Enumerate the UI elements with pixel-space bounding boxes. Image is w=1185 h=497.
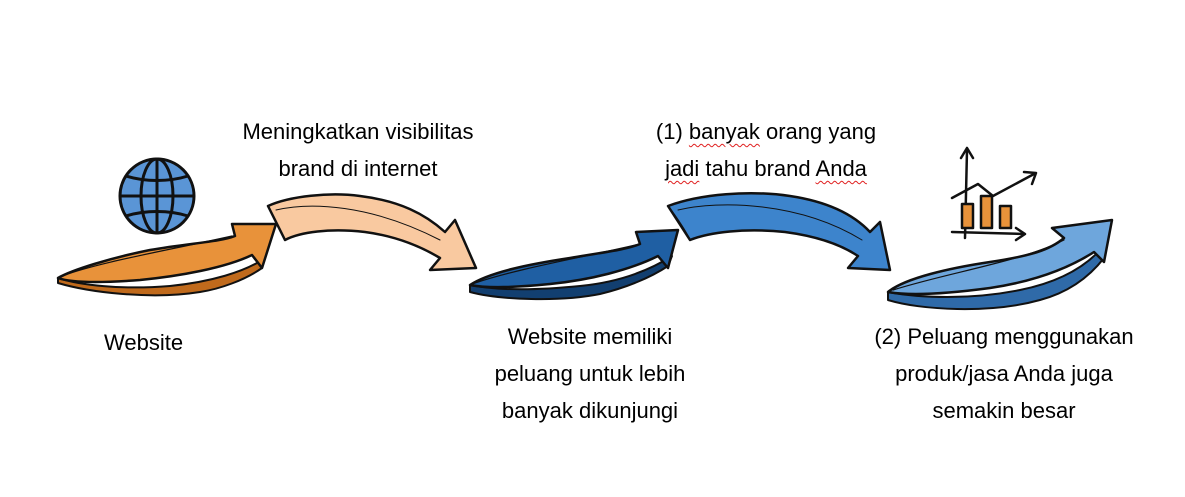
label-usage-line3: semakin besar [932, 398, 1076, 423]
arrow-step-5 [886, 218, 1114, 311]
awareness-prefix: (1) [655, 119, 689, 144]
growth-chart-icon [950, 146, 1038, 242]
label-usage-line1: (2) Peluang menggunakan [874, 324, 1134, 349]
label-visits-line2: peluang untuk lebih [494, 361, 686, 386]
arrow-step-2 [266, 193, 478, 272]
arrow-step-3 [468, 228, 680, 301]
label-website: Website [104, 324, 183, 361]
label-awareness-line1: (1) banyak orang yang [616, 113, 916, 150]
awareness-word-banyak: banyak [688, 119, 760, 144]
awareness-word-anda: Anda [815, 156, 867, 181]
arrow-step-4 [666, 192, 892, 272]
awareness-middle: tahu brand [699, 156, 816, 181]
label-awareness: (1) banyak orang yang jadi tahu brand An… [616, 113, 916, 187]
label-usage-line2: produk/jasa Anda juga [895, 361, 1113, 386]
label-awareness-line2: jadi tahu brand Anda [616, 150, 916, 187]
label-usage: (2) Peluang menggunakan produk/jasa Anda… [848, 318, 1160, 429]
label-visits-line3: banyak dikunjungi [501, 398, 679, 423]
label-visibility-line1: Meningkatkan visibilitas [242, 119, 474, 144]
label-visibility-line2: brand di internet [278, 156, 438, 181]
globe-icon [118, 157, 196, 235]
label-website-text: Website [104, 330, 184, 355]
label-visibility: Meningkatkan visibilitas brand di intern… [208, 113, 508, 187]
label-visits: Website memiliki peluang untuk lebih ban… [440, 318, 740, 429]
awareness-word-jadi: jadi [665, 156, 700, 181]
arrow-step-1 [56, 222, 278, 297]
awareness-suffix: orang yang [759, 119, 877, 144]
label-visits-line1: Website memiliki [507, 324, 673, 349]
